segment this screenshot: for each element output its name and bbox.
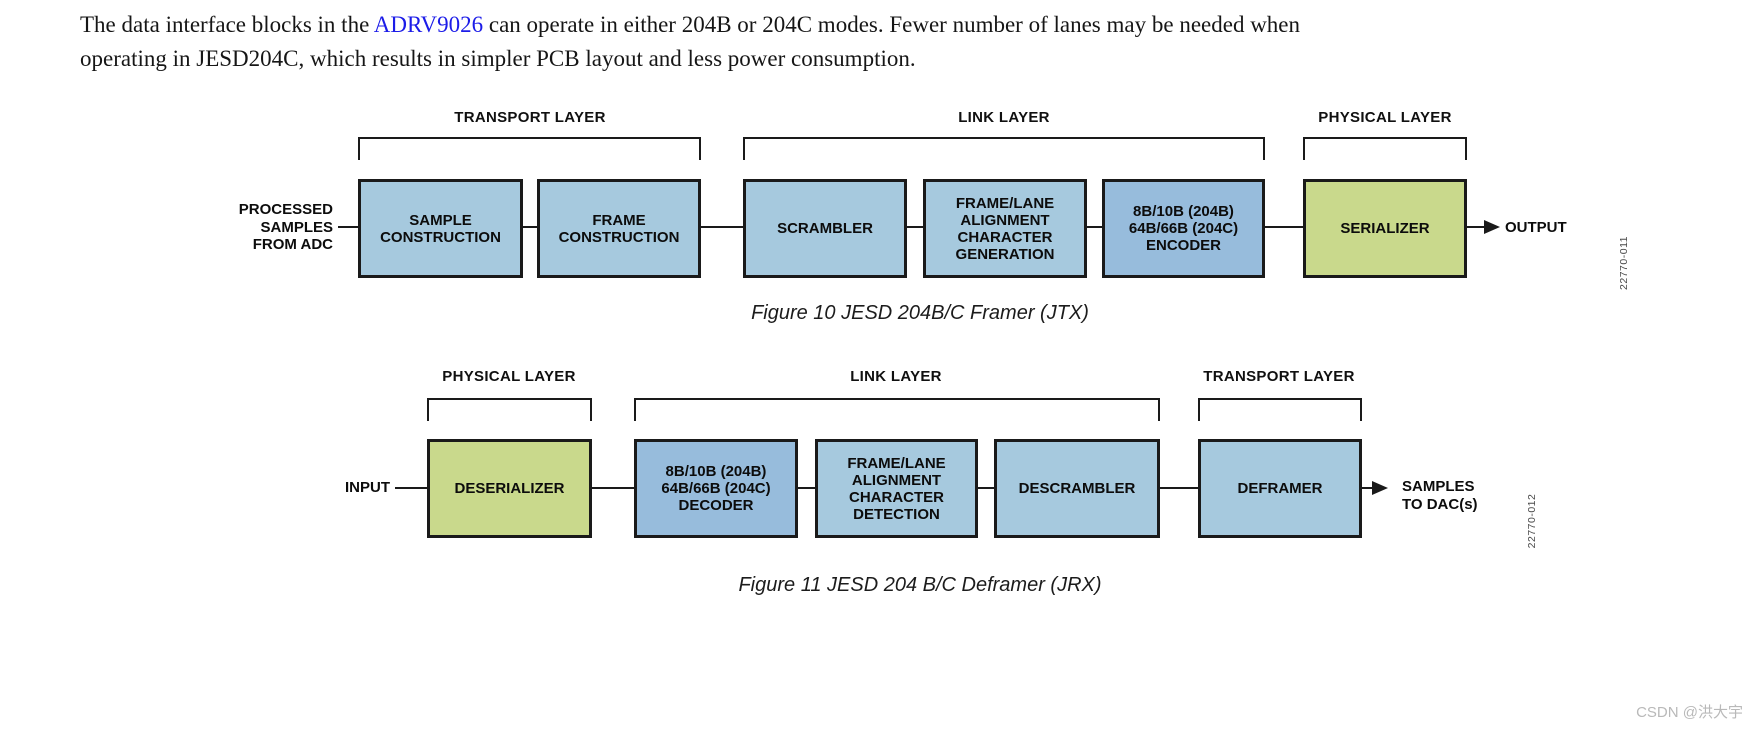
fig11-link-layer-label: LINK LAYER: [850, 368, 942, 385]
fig10-transport-layer-label: TRANSPORT LAYER: [454, 109, 606, 126]
fig10-input-label: PROCESSED SAMPLES FROM ADC: [238, 201, 333, 253]
fig10-block-encoder: 8B/10B (204B) 64B/66B (204C) ENCODER: [1102, 179, 1265, 278]
paragraph-text-before-link: The data interface blocks in the: [80, 12, 374, 37]
fig11-part-number: 22770-012: [1526, 493, 1538, 549]
fig11-block-descrambler: DESCRAMBLER: [994, 439, 1160, 538]
fig11-output-label: SAMPLES TO DAC(s): [1402, 478, 1478, 513]
fig10-physical-layer-bracket: [1303, 137, 1467, 160]
fig10-output-arrowhead-icon: [1484, 220, 1500, 234]
fig11-transport-layer-label: TRANSPORT LAYER: [1203, 368, 1355, 385]
fig11-block-deframer: DEFRAMER: [1198, 439, 1362, 538]
fig10-block-frame-lane-generation: FRAME/LANE ALIGNMENT CHARACTER GENERATIO…: [923, 179, 1087, 278]
fig11-caption: Figure 11 JESD 204 B/C Deframer (JRX): [738, 574, 1102, 596]
adrv9026-link[interactable]: ADRV9026: [373, 12, 484, 37]
fig10-block-serializer: SERIALIZER: [1303, 179, 1467, 278]
fig10-transport-layer-bracket: [358, 137, 701, 160]
fig10-block-sample-construction: SAMPLE CONSTRUCTION: [358, 179, 523, 278]
fig10-block-frame-construction: FRAME CONSTRUCTION: [537, 179, 701, 278]
fig11-link-layer-bracket: [634, 398, 1160, 421]
fig10-link-layer-bracket: [743, 137, 1265, 160]
fig11-transport-layer-bracket: [1198, 398, 1362, 421]
fig11-physical-layer-bracket: [427, 398, 592, 421]
intro-paragraph: The data interface blocks in the ADRV902…: [80, 8, 1570, 76]
fig10-caption: Figure 10 JESD 204B/C Framer (JTX): [751, 302, 1089, 324]
fig11-block-frame-lane-detection: FRAME/LANE ALIGNMENT CHARACTER DETECTION: [815, 439, 978, 538]
fig10-part-number: 22770-011: [1618, 236, 1630, 290]
fig10-physical-layer-label: PHYSICAL LAYER: [1318, 109, 1452, 126]
fig10-output-label: OUTPUT: [1505, 219, 1567, 236]
csdn-watermark: CSDN @洪大宇: [1636, 704, 1743, 721]
fig11-physical-layer-label: PHYSICAL LAYER: [442, 368, 576, 385]
paragraph-text-line1: can operate in either 204B or 204C modes…: [483, 12, 1301, 37]
fig10-block-scrambler: SCRAMBLER: [743, 179, 907, 278]
fig11-block-decoder: 8B/10B (204B) 64B/66B (204C) DECODER: [634, 439, 798, 538]
fig11-output-arrowhead-icon: [1372, 481, 1388, 495]
fig11-block-deserializer: DESERIALIZER: [427, 439, 592, 538]
fig11-input-label: INPUT: [345, 479, 390, 496]
paragraph-text-line2: operating in JESD204C, which results in …: [80, 46, 916, 71]
fig10-link-layer-label: LINK LAYER: [958, 109, 1050, 126]
fig10-signal-line: [338, 226, 1484, 228]
